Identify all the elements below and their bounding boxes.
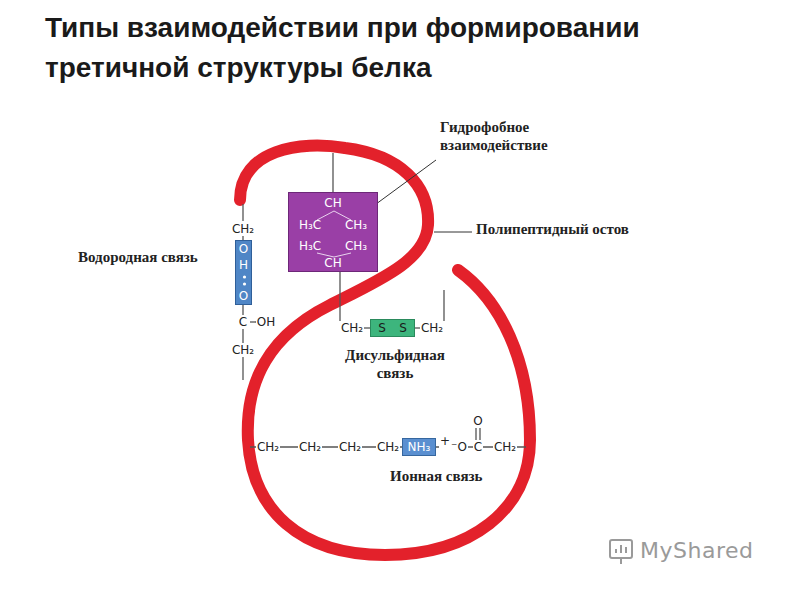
callout-label: Водородная связь [78, 248, 198, 266]
node-text: NH₃ [408, 440, 431, 454]
chem-group: O [472, 414, 483, 428]
chem-group: CH₂ [231, 343, 255, 357]
node-text: CH [324, 256, 341, 270]
chem-group: OH [256, 315, 276, 329]
chem-group: CH₂ [256, 440, 280, 454]
chem-group: C [473, 440, 483, 454]
node-text: CH₃ [345, 239, 367, 253]
chem-group: CH₂ [340, 321, 364, 335]
chem-group: C [238, 315, 248, 329]
node-text: CH₃ [345, 218, 367, 232]
chem-group: CH₂ [493, 440, 517, 454]
watermark-icon [610, 540, 632, 564]
chem-group: ⁻O [450, 440, 468, 454]
watermark: MyShared [640, 538, 753, 563]
callout-label: Ионная связь [390, 467, 482, 485]
chem-group: CH₂ [376, 440, 400, 454]
hydrogen-bond-box: OHO [235, 240, 252, 305]
node-text: H₃C [299, 218, 321, 232]
callout-label: Полипептидный остов [476, 220, 629, 238]
bond-lines [243, 153, 526, 447]
chem-group: CH₂ [298, 440, 322, 454]
chem-group: CH₂ [231, 222, 255, 236]
disulfide-box: SS [370, 319, 415, 337]
chem-group: CH₂ [338, 440, 362, 454]
leader-line [434, 232, 472, 233]
leader-line [372, 160, 436, 207]
diagram-title: Типы взаимодействии при формировании тре… [45, 8, 645, 88]
node-text: H₃C [299, 239, 321, 253]
node-text: H [239, 258, 248, 272]
node-text: O [239, 242, 248, 256]
ionic-group-box: NH₃ [402, 438, 436, 456]
hydrophobic-box: CHH₃CCH₃H₃CCH₃CH [288, 192, 378, 272]
node-text: S [378, 321, 386, 335]
node-text: S [399, 321, 407, 335]
callout-label: Дисульфидная связь [333, 346, 458, 382]
node-text: CH [324, 196, 341, 210]
node-text: O [239, 289, 248, 303]
polypeptide-backbone [240, 146, 530, 555]
callout-label: Гидрофобное взаимодействие [440, 118, 590, 154]
chem-group: CH₂ [420, 321, 444, 335]
